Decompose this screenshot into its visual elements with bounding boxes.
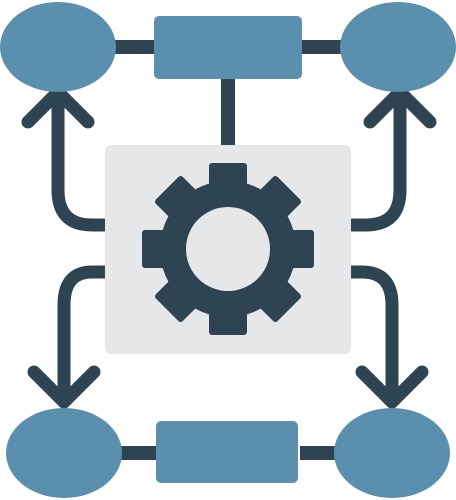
- gear-hole: [186, 207, 270, 291]
- arrow-down-right: [343, 265, 399, 399]
- gear-icon: [142, 163, 314, 335]
- top-right-ellipse: [340, 2, 456, 92]
- bottom-left-ellipse: [6, 408, 122, 498]
- arrow-down-left: [57, 265, 115, 399]
- flow-arrows: [21, 85, 437, 409]
- arrow-down-right-head: [355, 365, 429, 409]
- arrow-up-right-head: [363, 85, 437, 129]
- arrow-down-left-head: [27, 365, 101, 409]
- bottom-rect: [156, 421, 298, 483]
- bottom-right-ellipse: [334, 408, 450, 498]
- top-rect: [154, 16, 302, 79]
- arrow-up-right: [343, 95, 407, 232]
- arrow-up-left: [51, 95, 115, 232]
- top-left-ellipse: [0, 2, 116, 92]
